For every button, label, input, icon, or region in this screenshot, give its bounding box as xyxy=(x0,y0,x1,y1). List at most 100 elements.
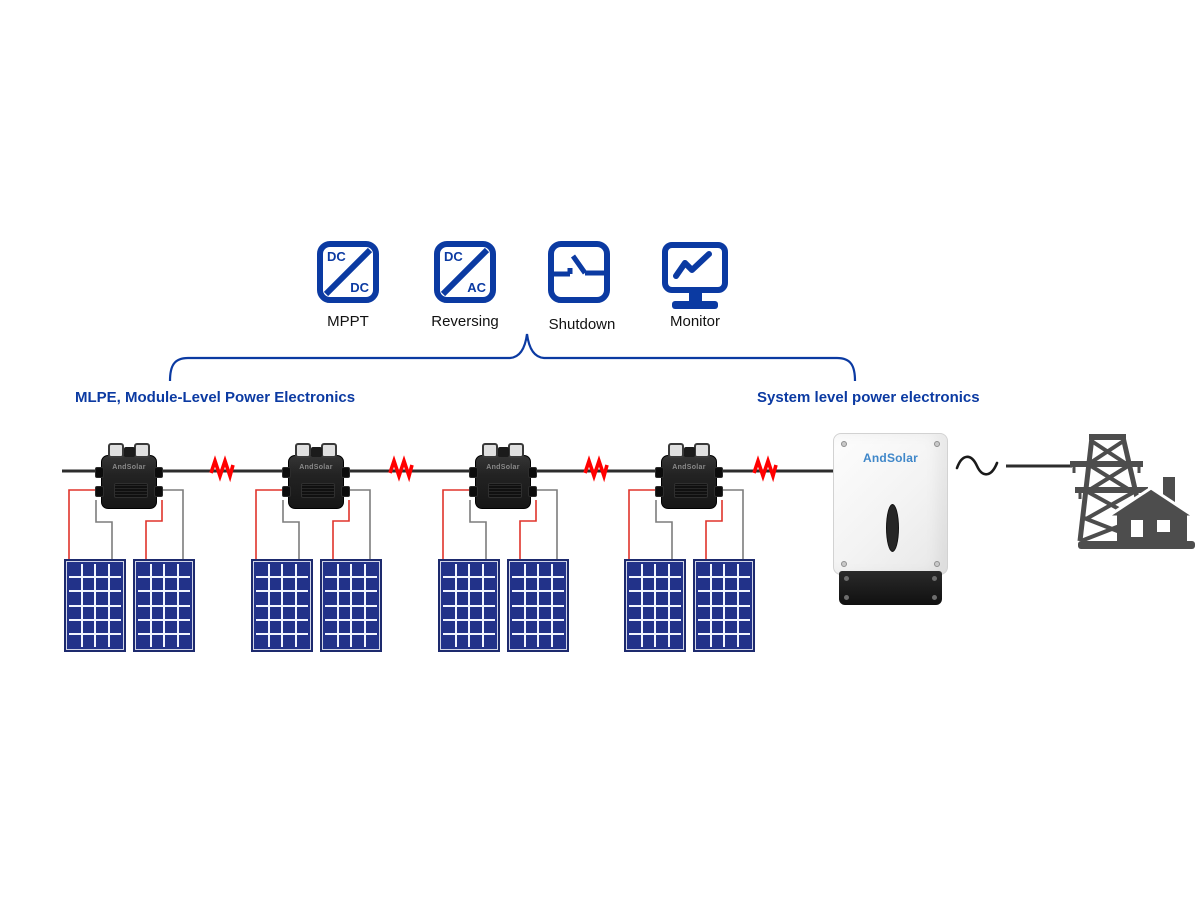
panel-cell xyxy=(669,578,681,591)
panel-cell xyxy=(738,606,750,619)
dc-wires-group-3 xyxy=(442,489,558,559)
panel-cell xyxy=(165,592,177,605)
panel-cell xyxy=(669,606,681,619)
panel-cell xyxy=(512,592,524,605)
panel-cell xyxy=(443,578,455,591)
panel-cell xyxy=(283,578,295,591)
panel-cell xyxy=(69,578,81,591)
microinverter: AndSolar xyxy=(655,443,723,509)
microinverter-brand: AndSolar xyxy=(112,464,146,471)
panel-cell xyxy=(151,620,163,633)
panel-cell xyxy=(669,592,681,605)
panel-cell xyxy=(151,606,163,619)
panel-cell-grid xyxy=(629,564,681,647)
ac-connector xyxy=(282,467,291,478)
shutdown-switch-icon xyxy=(548,241,610,303)
panel-cell xyxy=(512,606,524,619)
dc-wires-group-2 xyxy=(255,489,371,559)
monitor-stand-base xyxy=(672,301,718,309)
panel-cell xyxy=(669,634,681,647)
panel-cell xyxy=(483,564,495,577)
monitor-screen xyxy=(662,242,728,293)
panel-cell xyxy=(338,620,350,633)
panel-cell xyxy=(698,620,710,633)
panel-cell xyxy=(296,564,308,577)
panel-cell xyxy=(642,620,654,633)
microinverter-brand: AndSolar xyxy=(299,464,333,471)
red-squiggle-connector xyxy=(752,455,778,483)
panel-cell xyxy=(151,634,163,647)
ac-connector xyxy=(154,467,163,478)
panel-cell xyxy=(525,578,537,591)
ac-connector xyxy=(341,467,350,478)
system-section-label: System level power electronics xyxy=(757,389,980,406)
screw-icon xyxy=(934,441,940,447)
mount-clip xyxy=(508,443,524,458)
spec-plate xyxy=(301,483,335,498)
panel-cell xyxy=(82,634,94,647)
panel-cell xyxy=(165,578,177,591)
panel-cell xyxy=(178,634,190,647)
panel-cell xyxy=(512,620,524,633)
panel-cell xyxy=(456,634,468,647)
center-hook xyxy=(124,447,135,457)
panel-cell xyxy=(96,634,108,647)
panel-cell xyxy=(325,620,337,633)
panel-cell xyxy=(165,620,177,633)
feature-label-reversing: Reversing xyxy=(431,313,499,330)
panel-cell xyxy=(151,564,163,577)
panel-cell xyxy=(642,606,654,619)
panel-cell xyxy=(269,564,281,577)
panel-cell xyxy=(642,634,654,647)
solar-panel xyxy=(693,559,755,652)
spec-plate xyxy=(488,483,522,498)
solar-panel xyxy=(438,559,500,652)
diagonal-divider xyxy=(323,247,373,297)
panel-cell xyxy=(470,606,482,619)
panel-cell xyxy=(109,606,121,619)
disconnect-switch-glyph xyxy=(554,254,604,277)
panel-cell xyxy=(629,578,641,591)
panel-cell xyxy=(512,564,524,577)
panel-cell xyxy=(178,564,190,577)
panel-cell xyxy=(552,564,564,577)
center-hook xyxy=(684,447,695,457)
panel-cell xyxy=(283,564,295,577)
spec-plate xyxy=(114,483,148,498)
screw-icon xyxy=(844,576,849,581)
panel-cell xyxy=(338,564,350,577)
panel-cell xyxy=(711,592,723,605)
spec-plate xyxy=(674,483,708,498)
panel-cell xyxy=(256,578,268,591)
panel-cell xyxy=(283,592,295,605)
panel-cell xyxy=(138,578,150,591)
panel-cell xyxy=(82,620,94,633)
mlpe-section-label: MLPE, Module-Level Power Electronics xyxy=(75,389,356,406)
panel-cell xyxy=(629,634,641,647)
panel-cell xyxy=(256,564,268,577)
dc-connector xyxy=(95,486,104,497)
panel-cell xyxy=(96,606,108,619)
panel-cell xyxy=(283,634,295,647)
dc-connector xyxy=(154,486,163,497)
panel-cell xyxy=(669,620,681,633)
panel-cell xyxy=(669,564,681,577)
solar-panel xyxy=(64,559,126,652)
panel-cell xyxy=(109,578,121,591)
panel-cell xyxy=(69,564,81,577)
panel-cell-grid xyxy=(256,564,308,647)
panel-cell xyxy=(525,634,537,647)
panel-cell xyxy=(698,564,710,577)
panel-cell xyxy=(82,606,94,619)
screw-icon xyxy=(841,561,847,567)
dc-wires-group-1 xyxy=(68,489,184,559)
grouping-brace xyxy=(168,333,857,382)
panel-cell xyxy=(725,606,737,619)
panel-cell xyxy=(269,578,281,591)
dc-connector xyxy=(528,486,537,497)
panel-cell xyxy=(269,592,281,605)
icon-text-top: DC xyxy=(327,249,346,264)
mppt-dc-dc-icon: DC DC xyxy=(317,241,379,303)
